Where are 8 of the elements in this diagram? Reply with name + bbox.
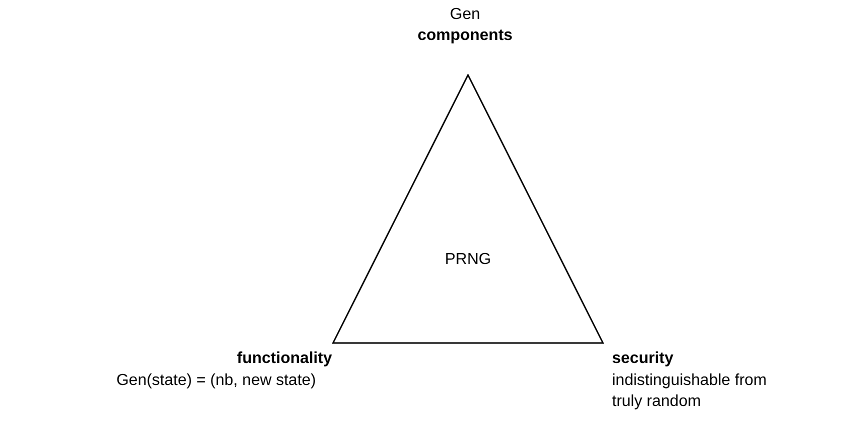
vertex-heading: components — [417, 26, 513, 46]
vertex-heading: security — [612, 349, 674, 369]
vertex-heading: functionality — [236, 349, 332, 369]
vertex-description: indistinguishable from truly random — [612, 371, 768, 412]
vertex-label: Gen — [450, 5, 480, 25]
center-label: PRNG — [444, 250, 492, 270]
formula-text: Gen(state) = (nb, new state) — [116, 371, 316, 391]
triangle-shape — [332, 74, 604, 344]
